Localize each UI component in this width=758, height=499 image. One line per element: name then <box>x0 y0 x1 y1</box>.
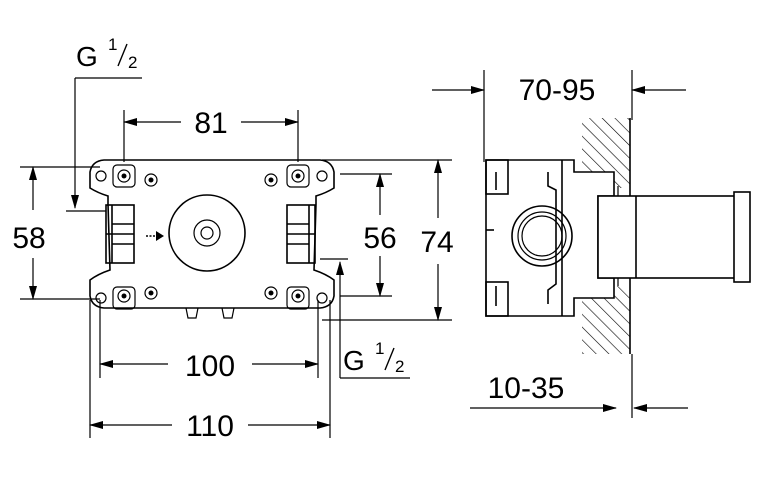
svg-text:1: 1 <box>108 35 117 54</box>
corner-brackets <box>112 164 310 310</box>
valve-housing <box>485 159 615 317</box>
svg-text:81: 81 <box>194 107 227 140</box>
dim-height-left: 58 <box>12 166 100 300</box>
central-port <box>168 194 246 272</box>
dim-wall-offset: 10-35 <box>470 354 688 418</box>
svg-text:70-95: 70-95 <box>519 74 596 107</box>
dim-width-inner: 100 <box>99 300 319 383</box>
thread-top-leader <box>66 77 142 212</box>
side-view: 70-95 10-35 <box>432 70 751 418</box>
thread-bottom-label: G 1 2 <box>343 339 404 376</box>
dim-total-height: 74 <box>322 159 454 321</box>
dim-depth: 70-95 <box>432 70 686 162</box>
thread-top-label: G 1 2 <box>76 35 137 72</box>
svg-text:58: 58 <box>12 222 45 255</box>
mounting-plate <box>89 159 335 309</box>
front-view: G 1 2 81 58 G 1 <box>12 35 453 443</box>
ear-holes <box>95 170 328 304</box>
flow-arrow-icon <box>146 231 164 241</box>
right-connector <box>286 204 316 264</box>
side-port <box>511 205 573 267</box>
svg-text:56: 56 <box>363 222 396 255</box>
svg-text:74: 74 <box>420 226 453 259</box>
svg-text:G: G <box>76 41 98 72</box>
svg-text:10-35: 10-35 <box>488 372 565 405</box>
screw-holes <box>117 169 305 303</box>
bottom-feet <box>185 307 235 319</box>
dim-hole-spacing: 81 <box>123 107 299 162</box>
svg-text:100: 100 <box>185 350 235 383</box>
svg-text:G: G <box>343 345 365 376</box>
svg-text:2: 2 <box>128 53 137 72</box>
left-connector <box>105 204 135 264</box>
dim-inner-height: 56 <box>340 173 397 297</box>
svg-text:1: 1 <box>375 339 384 358</box>
svg-text:110: 110 <box>186 410 234 443</box>
dim-width-total: 110 <box>89 300 331 443</box>
svg-text:2: 2 <box>395 357 404 376</box>
extension-sleeve <box>597 191 751 283</box>
